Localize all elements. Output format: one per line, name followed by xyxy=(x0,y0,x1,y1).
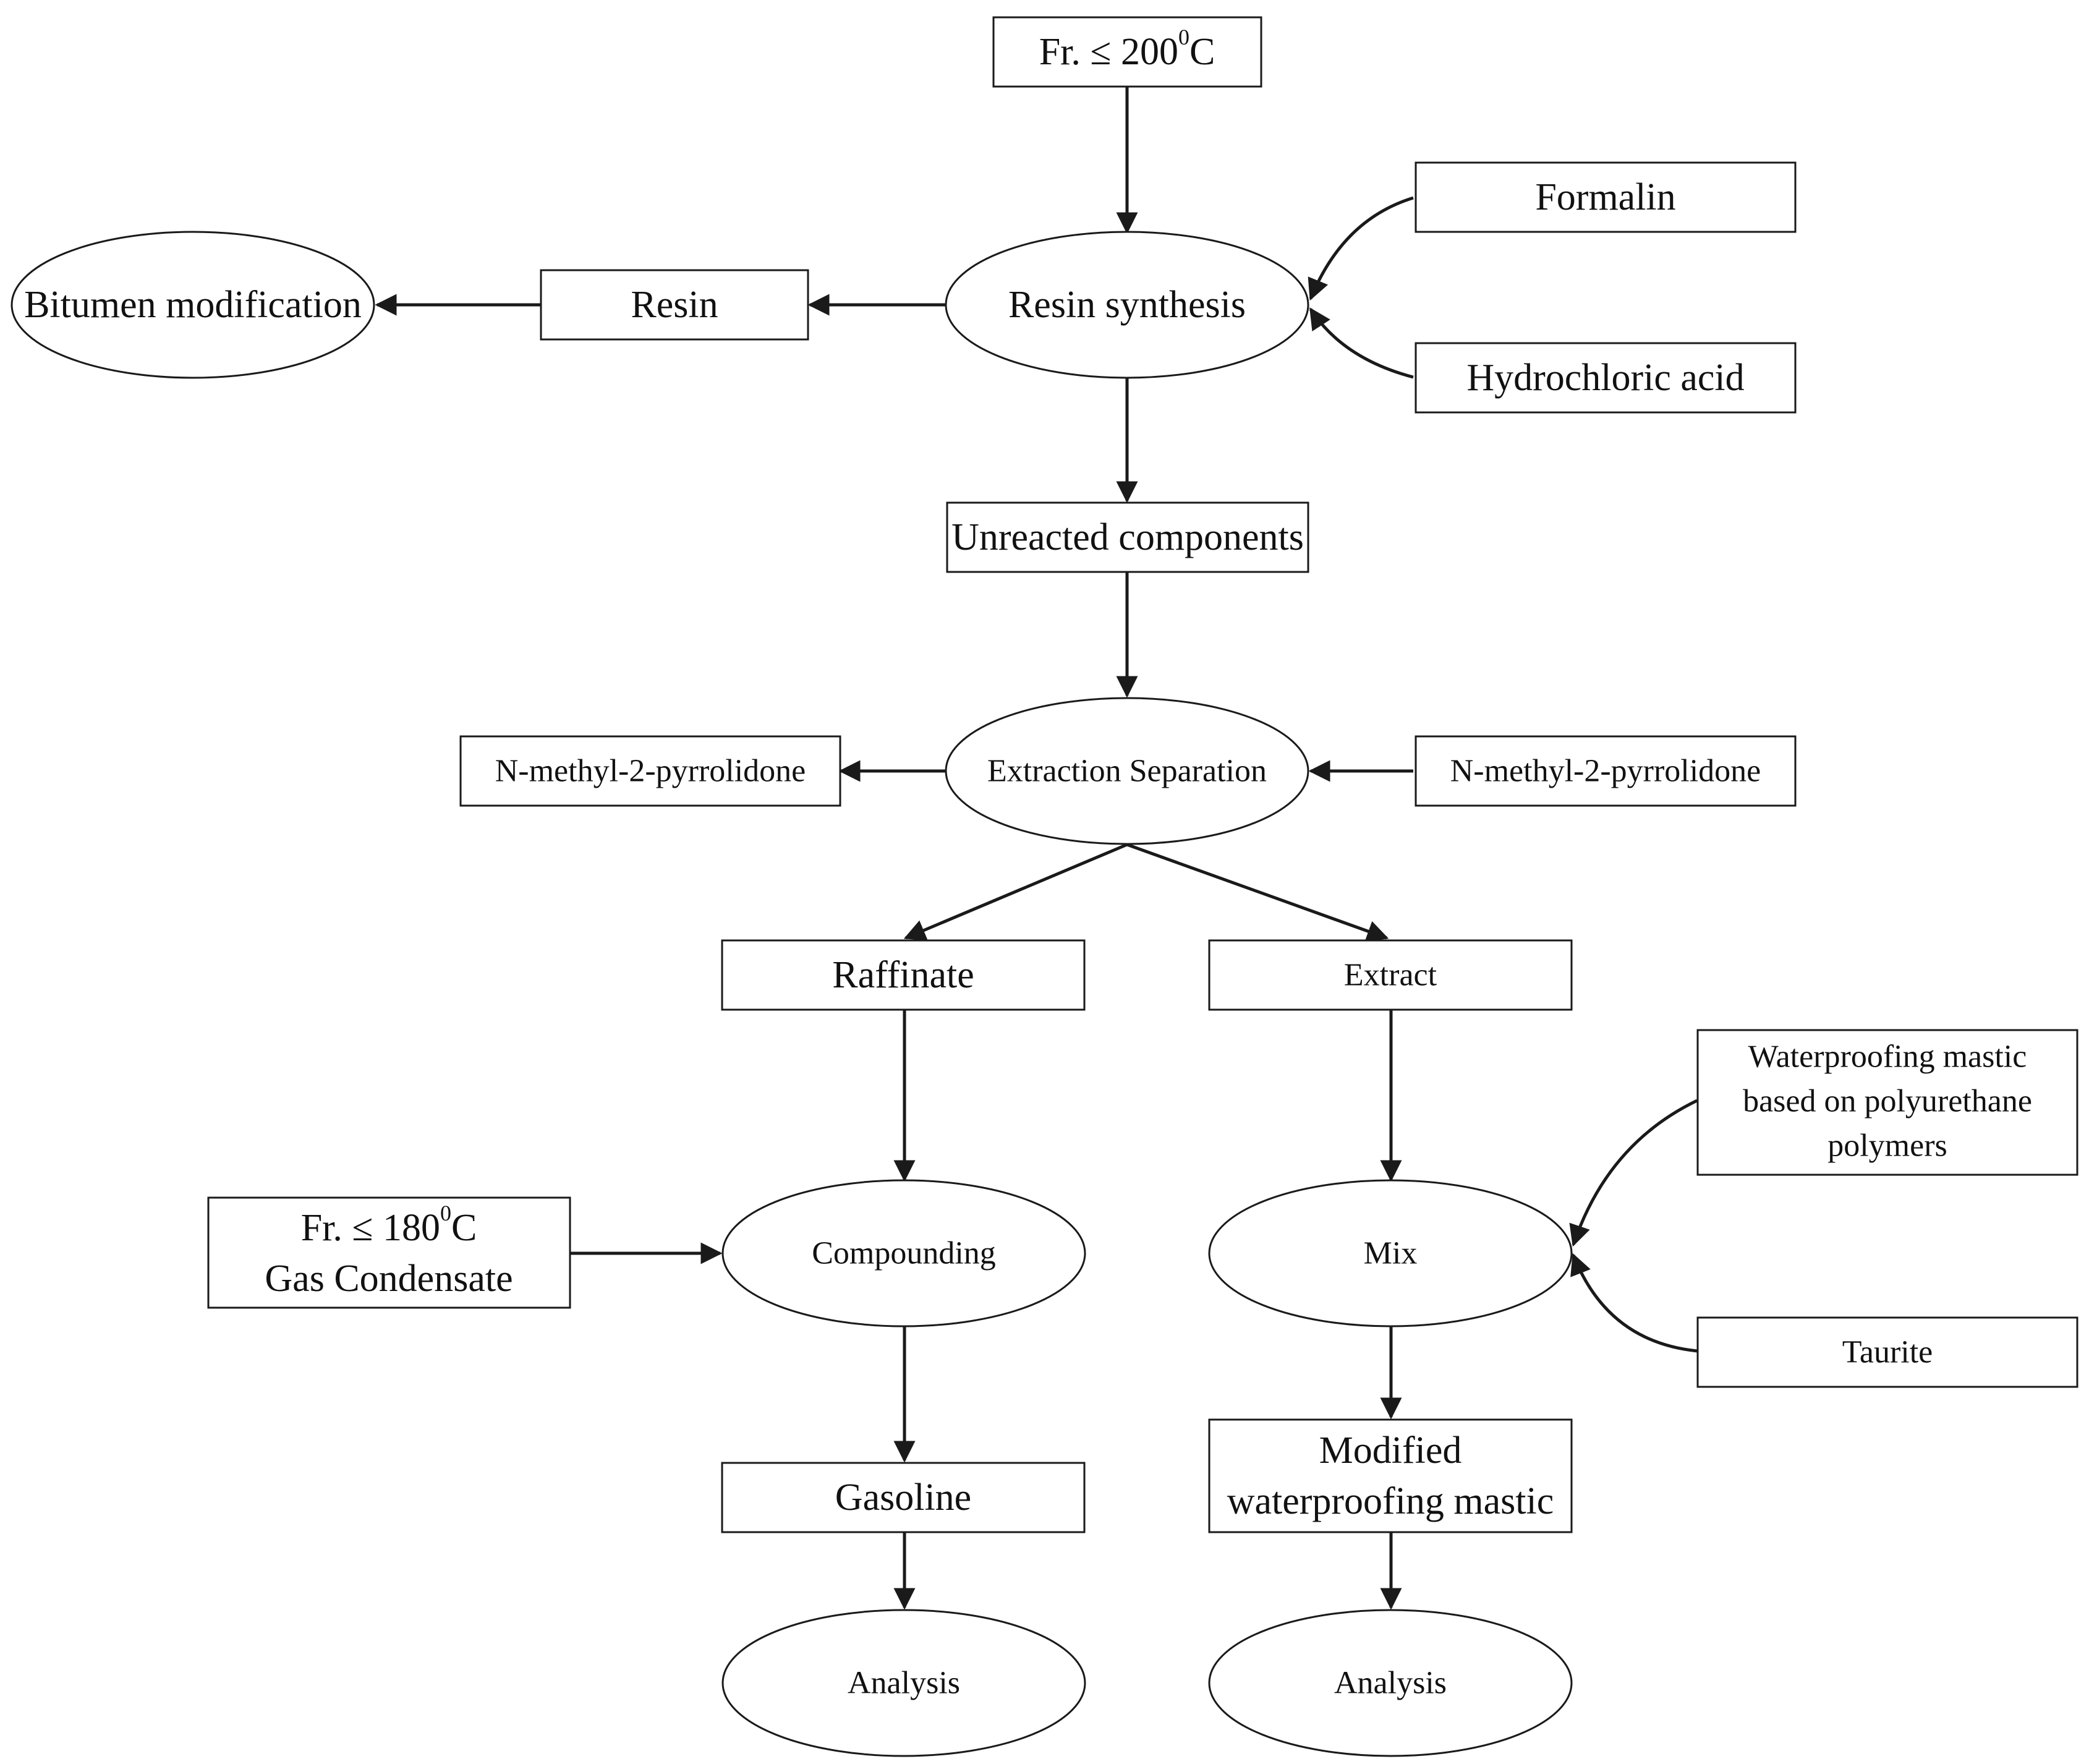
node-formalin-box xyxy=(1415,161,1797,233)
node-compounding-label: Compounding xyxy=(812,1236,996,1271)
node-gasoline-label: Gasoline xyxy=(835,1476,971,1519)
node-bitumen-modification-label: Bitumen modification xyxy=(24,284,362,326)
node-waterproofing-mastic: Waterproofing mastic based on polyuretha… xyxy=(1696,1029,2078,1176)
edge-taurite-to-mix xyxy=(1570,1253,1698,1353)
fraction-180-sup: 0 xyxy=(440,1201,451,1225)
node-fraction-180: Fr. ≤ 1800C Gas Condensate xyxy=(207,1196,571,1309)
node-waterproofing-mastic-line-2: based on polyurethane xyxy=(1743,1084,2032,1119)
edges xyxy=(375,87,1698,1610)
node-analysis-left: Analysis xyxy=(721,1609,1086,1757)
node-extraction-separation-ellipse xyxy=(945,697,1309,845)
node-resin-box xyxy=(540,269,809,341)
node-fraction-180-line-2: Gas Condensate xyxy=(265,1258,513,1300)
node-mix: Mix xyxy=(1208,1179,1573,1327)
fraction-200-value: 200 xyxy=(1121,31,1178,73)
node-raffinate-label: Raffinate xyxy=(832,954,974,996)
node-resin-synthesis-label: Resin synthesis xyxy=(1008,284,1246,326)
node-fraction-180-box xyxy=(207,1196,571,1309)
node-nmp-out: N-methyl-2-pyrrolidone xyxy=(459,735,841,807)
node-extract-box xyxy=(1208,939,1573,1011)
node-compounding: Compounding xyxy=(721,1179,1086,1327)
node-hydrochloric-acid-box xyxy=(1415,342,1797,414)
node-nmp-out-label: N-methyl-2-pyrrolidone xyxy=(495,754,806,789)
edge-mastic-to-mix xyxy=(1569,1099,1698,1247)
node-resin: Resin xyxy=(540,269,809,341)
node-bitumen-modification: Bitumen modification xyxy=(11,231,375,379)
node-extract: Extract xyxy=(1208,939,1573,1011)
node-resin-synthesis-ellipse xyxy=(945,231,1309,379)
node-unreacted-components-box xyxy=(946,501,1309,573)
node-nmp-out-box xyxy=(459,735,841,807)
node-hydrochloric-acid-label: Hydrochloric acid xyxy=(1466,357,1744,399)
fraction-200-suffix: C xyxy=(1189,31,1215,73)
node-nmp-in-label: N-methyl-2-pyrrolidone xyxy=(1450,754,1761,789)
edge-extraction-to-raffinate xyxy=(903,843,1128,940)
node-waterproofing-mastic-box xyxy=(1696,1029,2078,1176)
node-nmp-in: N-methyl-2-pyrrolidone xyxy=(1415,735,1797,807)
node-hydrochloric-acid: Hydrochloric acid xyxy=(1415,342,1797,414)
node-fraction-200: Fr. ≤ 2000C xyxy=(992,16,1262,88)
node-fraction-200-label: Fr. ≤ 2000C xyxy=(1039,25,1215,73)
node-modified-mastic-box xyxy=(1208,1418,1573,1533)
node-resin-label: Resin xyxy=(631,284,718,326)
node-fraction-180-line-1: Fr. ≤ 1800C xyxy=(301,1201,477,1249)
node-extraction-separation-label: Extraction Separation xyxy=(987,754,1267,789)
fraction-180-prefix: Fr. ≤ xyxy=(301,1207,383,1249)
edge-extraction-to-extract xyxy=(1126,843,1389,942)
node-gasoline-box xyxy=(721,1462,1086,1533)
node-formalin-label: Formalin xyxy=(1535,176,1675,218)
node-analysis-left-label: Analysis xyxy=(848,1666,960,1701)
node-extraction-separation: Extraction Separation xyxy=(945,697,1309,845)
node-mix-label: Mix xyxy=(1364,1236,1418,1271)
node-formalin: Formalin xyxy=(1415,161,1797,233)
fraction-180-value: 180 xyxy=(383,1207,440,1249)
edge-formalin-to-resin-synthesis xyxy=(1308,196,1414,301)
node-unreacted-components-label: Unreacted components xyxy=(951,516,1304,558)
node-taurite-label: Taurite xyxy=(1842,1335,1933,1370)
fraction-200-sup: 0 xyxy=(1178,25,1189,49)
node-modified-mastic-line-2: waterproofing mastic xyxy=(1227,1480,1554,1522)
node-analysis-right-ellipse xyxy=(1208,1609,1573,1757)
node-analysis-right-label: Analysis xyxy=(1334,1666,1447,1701)
node-mix-ellipse xyxy=(1208,1179,1573,1327)
node-raffinate-box xyxy=(721,939,1086,1011)
node-taurite: Taurite xyxy=(1696,1316,2078,1388)
node-extract-label: Extract xyxy=(1344,958,1437,993)
node-resin-synthesis: Resin synthesis xyxy=(945,231,1309,379)
node-raffinate: Raffinate xyxy=(721,939,1086,1011)
edge-hydrochloric-to-resin-synthesis xyxy=(1309,307,1414,379)
node-gasoline: Gasoline xyxy=(721,1462,1086,1533)
node-waterproofing-mastic-line-3: polymers xyxy=(1827,1128,1947,1164)
node-modified-mastic-line-1: Modified xyxy=(1319,1430,1462,1472)
node-taurite-box xyxy=(1696,1316,2078,1388)
node-nmp-in-box xyxy=(1415,735,1797,807)
node-modified-mastic: Modified waterproofing mastic xyxy=(1208,1418,1573,1533)
node-analysis-left-ellipse xyxy=(721,1609,1086,1757)
node-analysis-right: Analysis xyxy=(1208,1609,1573,1757)
node-unreacted-components: Unreacted components xyxy=(946,501,1309,573)
fraction-180-suffix: C xyxy=(451,1207,477,1249)
node-bitumen-modification-ellipse xyxy=(11,231,375,379)
node-fraction-200-box xyxy=(992,16,1262,88)
fraction-200-prefix: Fr. ≤ xyxy=(1039,31,1121,73)
node-compounding-ellipse xyxy=(721,1179,1086,1327)
node-waterproofing-mastic-line-1: Waterproofing mastic xyxy=(1748,1039,2027,1075)
